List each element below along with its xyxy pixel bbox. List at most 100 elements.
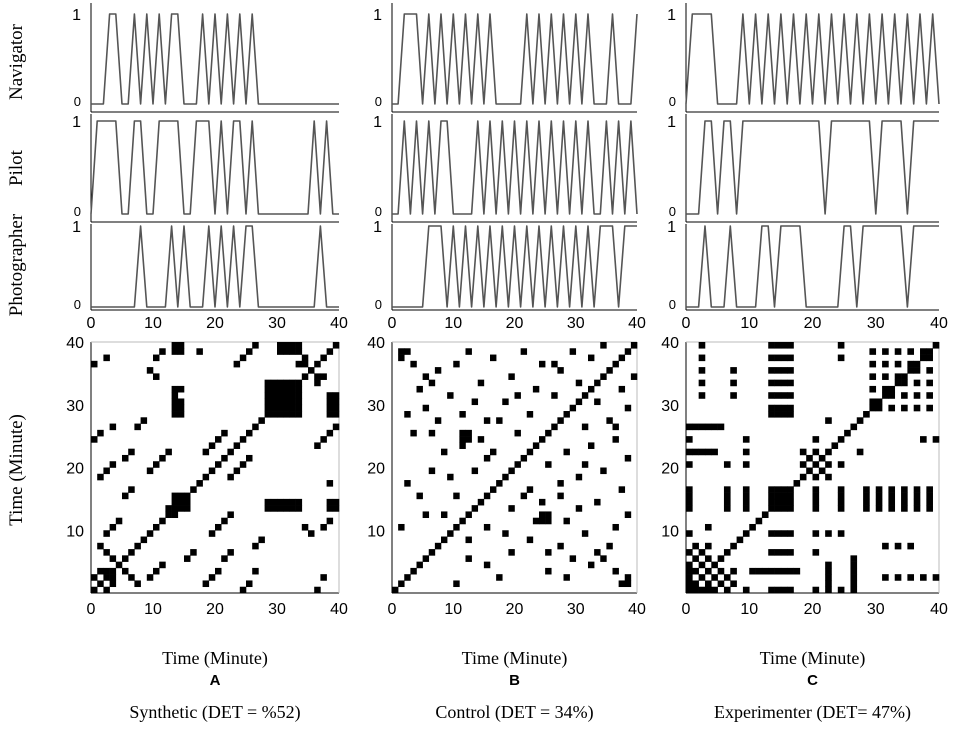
rp-cell [326,392,334,399]
rp-cell [594,379,601,387]
rp-cell [258,536,265,544]
rp-cell [277,404,284,412]
rp-cell [264,404,272,412]
rp-cell [723,574,731,581]
rp-cell [882,373,889,380]
rp-cell [624,454,632,462]
rp-cell [103,586,110,594]
rp-cell [483,492,491,500]
rp-cell [526,486,534,493]
rp-cell [202,580,210,588]
rp-cell [326,517,334,525]
rp-cell [215,567,222,575]
y-tick-label: 1 [373,219,382,236]
rp-cell [806,467,813,475]
rp-cell [227,473,234,481]
rp-cell [618,580,626,588]
rp-cell [768,367,775,374]
rp-cell [103,549,110,556]
rp-cell [264,505,272,512]
rp-cell [184,555,191,562]
rp-cell [283,505,290,512]
rp-cell [264,398,272,406]
rp-cell [289,385,296,393]
rp-cell [545,461,552,468]
rp-cell [837,530,845,537]
rp-cell [434,417,442,424]
x-axis-label: Time (Minute) [760,648,866,669]
rp-cell [134,542,141,550]
rp-cell [246,580,253,588]
rp-cell [252,542,259,550]
rp-y-tick-label: 30 [661,398,679,415]
rp-cell [730,367,737,374]
rp-cell [698,379,706,387]
rp-cell [780,367,788,374]
x-tick-label: 20 [506,315,524,332]
rp-cell [588,442,595,449]
rp-cell [787,492,794,500]
rp-cell [749,567,756,575]
rp-cell [787,549,794,556]
rp-cell [103,530,110,537]
rp-cell [103,567,110,575]
rp-cell [459,517,466,525]
rp-cell [246,348,253,355]
y-tick-label: 0 [669,297,676,312]
rp-cell [730,567,737,575]
rp-cell [825,473,832,481]
rp-cell [283,498,290,506]
rp-cell [618,385,626,393]
rp-cell [825,417,832,424]
rp-cell [264,385,272,393]
rp-cell [742,586,750,594]
rp-cell [103,467,110,475]
rp-cell [295,342,303,349]
rp-cell [165,448,172,456]
rp-cell [227,448,234,456]
rp-cell [831,442,839,449]
rp-cell [787,354,794,362]
rp-cell [932,436,940,443]
rp-cell [901,392,908,399]
y-tick-label: 1 [373,114,382,131]
rp-cell [768,586,775,594]
rp-y-tick-label: 40 [661,335,679,352]
rp-cell [913,360,921,368]
rp-cell [146,530,154,537]
rp-cell [208,467,216,475]
rp-cell [774,392,782,399]
series-line-navigator [392,13,638,105]
rp-y-tick-label: 40 [66,335,84,352]
rp-cell [768,492,775,500]
rp-cell [171,392,179,399]
rp-cell [581,423,589,431]
rp-cell [520,492,528,500]
rp-cell [208,530,216,537]
rp-cell [780,530,788,537]
rp-cell [308,367,315,374]
rp-cell [711,423,718,431]
rp-cell [332,423,340,431]
rp-cell [465,348,472,355]
rp-cell [780,505,788,512]
rp-cell [812,549,820,556]
rp-cell [146,467,154,475]
rp-cell [196,348,203,355]
rp-cell [122,555,129,562]
rp-cell [926,492,933,500]
rp-cell [932,342,940,349]
rp-cell [875,498,883,506]
rp-cell [441,448,448,456]
rp-cell [264,411,272,418]
rp-cell [787,505,794,512]
rp-cell [569,404,577,412]
rp-cell [888,392,896,399]
rp-cell [624,404,632,412]
rp-cell [246,429,253,437]
rp-cell [465,511,472,519]
rp-cell [894,542,902,550]
rp-cell [869,404,877,412]
rp-cell [410,429,417,437]
rp-cell [153,354,160,362]
